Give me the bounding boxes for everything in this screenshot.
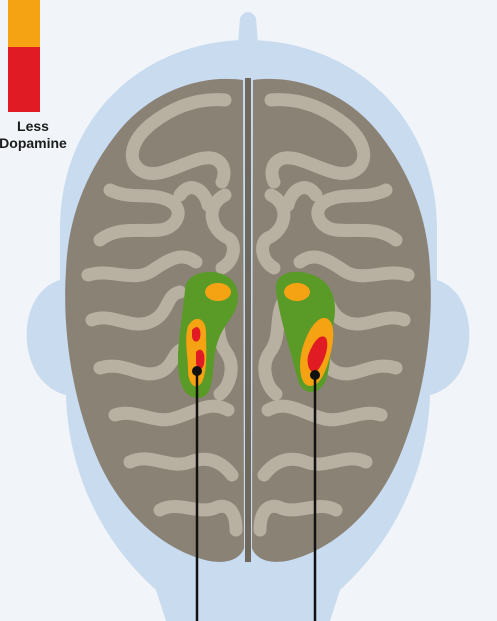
dopamine-legend: Less Dopamine <box>0 0 80 170</box>
brain-top-view-icon <box>65 78 431 562</box>
legend-label-line2: Dopamine <box>0 135 76 152</box>
legend-red-swatch <box>8 47 40 112</box>
legend-label-line1: Less <box>0 118 76 135</box>
legend-label: Less Dopamine <box>0 118 76 152</box>
legend-orange-swatch <box>8 0 40 47</box>
